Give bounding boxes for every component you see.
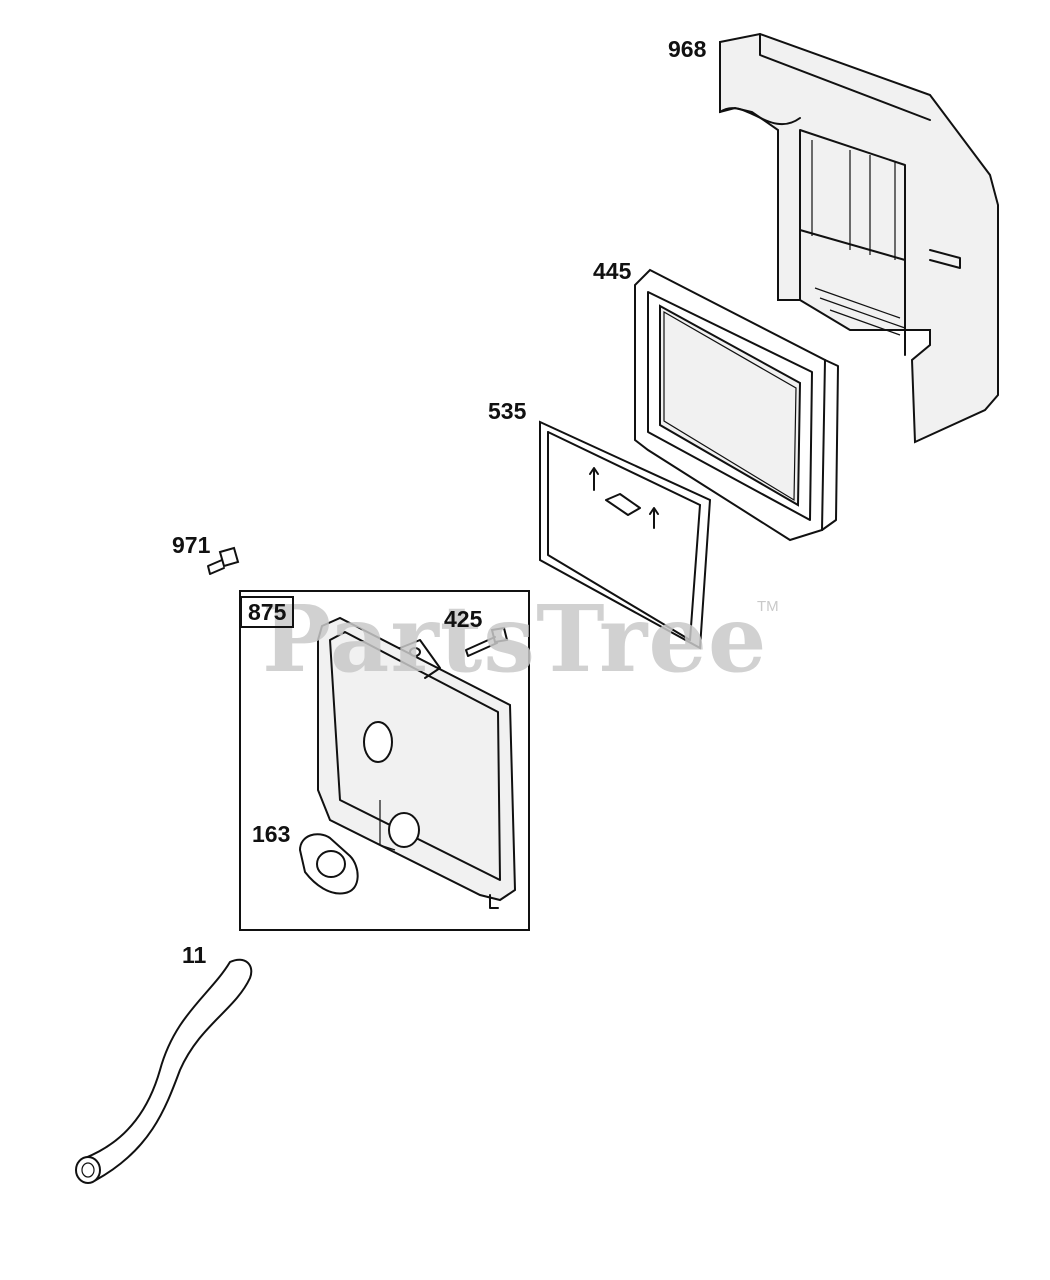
callout-163[interactable]: 163 xyxy=(252,821,291,847)
callout-968[interactable]: 968 xyxy=(668,36,707,62)
parts-tree-watermark: PartsTree xyxy=(262,585,768,693)
air-cleaner-cover-968[interactable] xyxy=(719,32,999,444)
callout-875[interactable]: 875 xyxy=(240,596,295,628)
callout-445[interactable]: 445 xyxy=(593,258,632,284)
hose-11[interactable] xyxy=(75,958,253,1184)
callout-971[interactable]: 971 xyxy=(172,532,211,558)
callout-425[interactable]: 425 xyxy=(444,606,483,632)
screw-971[interactable] xyxy=(207,546,240,575)
callout-535[interactable]: 535 xyxy=(488,398,527,424)
callout-11[interactable]: 11 xyxy=(182,942,207,968)
air-cleaner-base-875[interactable] xyxy=(317,616,517,909)
pre-cleaner-535[interactable] xyxy=(539,420,712,650)
bolt-425[interactable] xyxy=(465,626,509,657)
trademark-symbol: TM xyxy=(757,598,779,615)
air-filter-445[interactable] xyxy=(634,268,839,542)
kit-875-frame xyxy=(239,590,530,931)
gasket-163[interactable] xyxy=(298,833,359,895)
